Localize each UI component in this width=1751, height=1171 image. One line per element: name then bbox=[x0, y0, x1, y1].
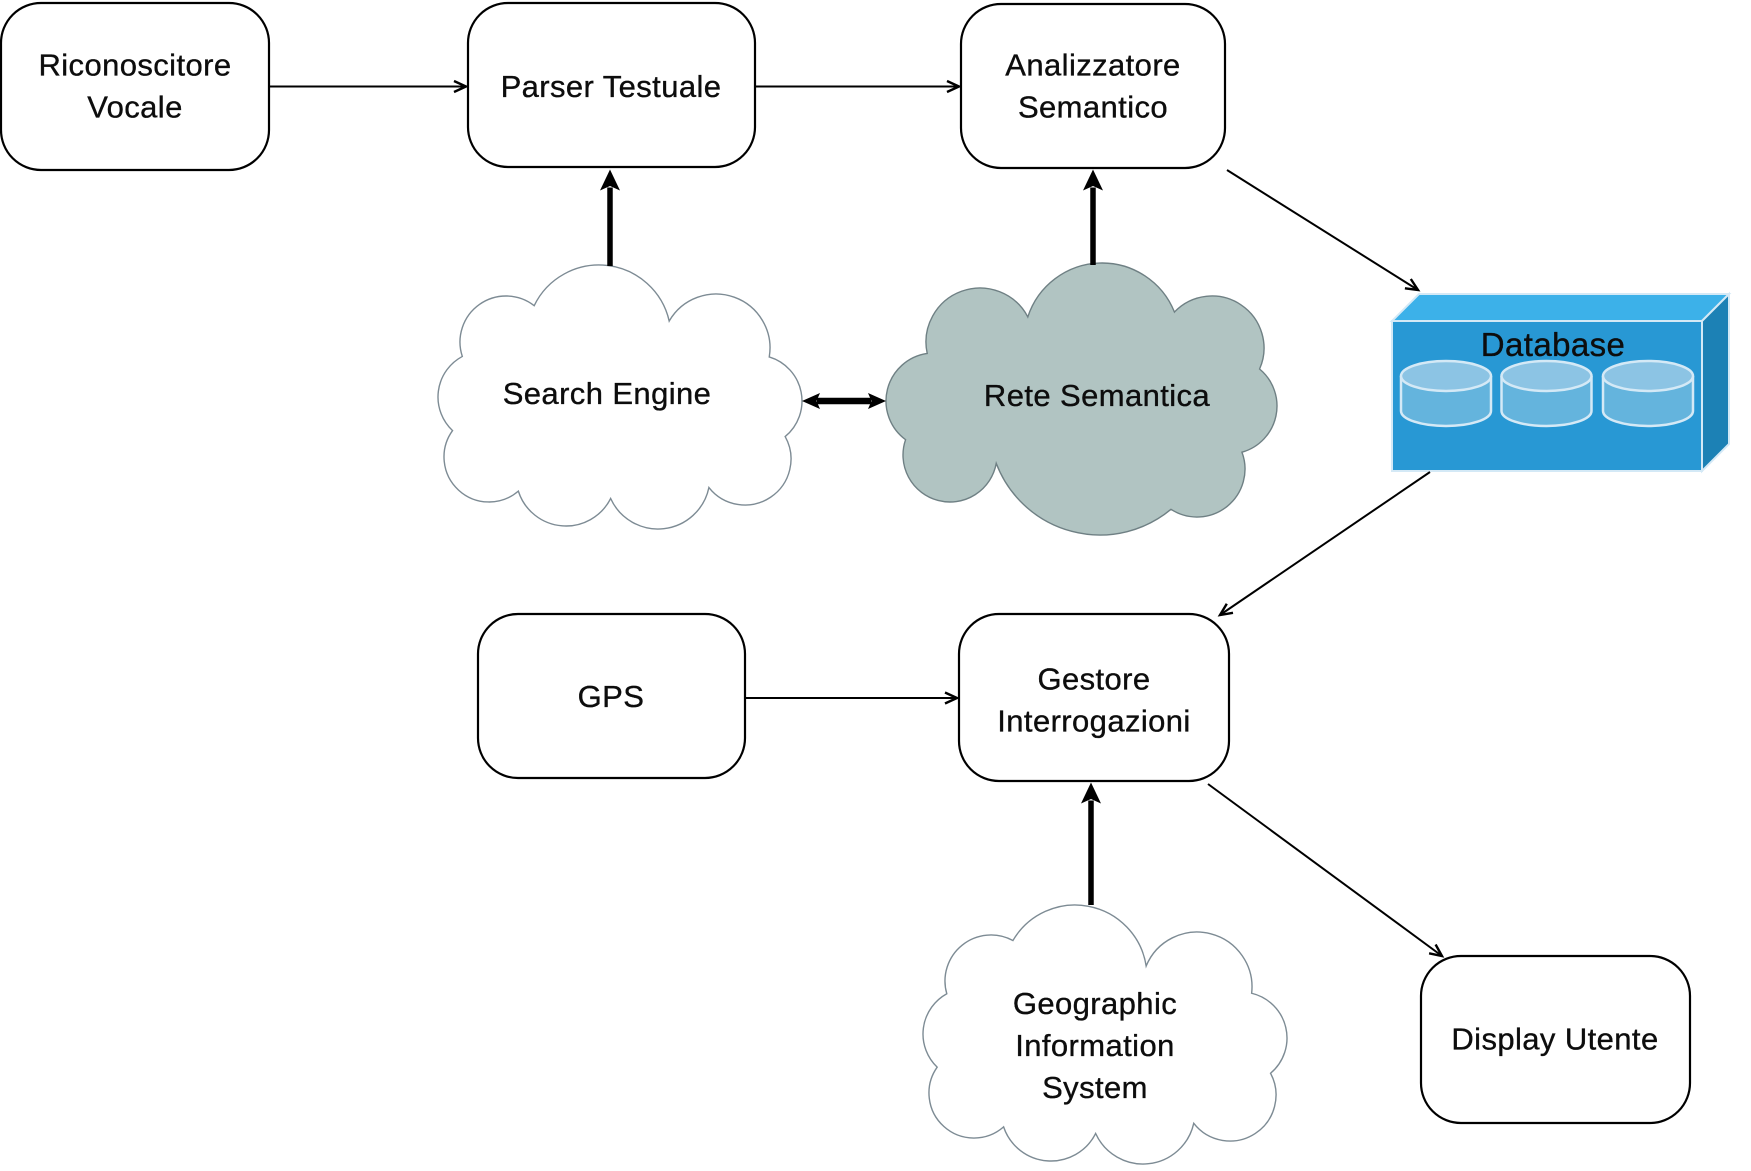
svg-text:Parser Testuale: Parser Testuale bbox=[501, 69, 722, 104]
svg-text:System: System bbox=[1042, 1070, 1148, 1105]
svg-text:Semantico: Semantico bbox=[1018, 90, 1168, 125]
svg-text:Geographic: Geographic bbox=[1013, 986, 1177, 1021]
svg-text:Interrogazioni: Interrogazioni bbox=[997, 704, 1190, 739]
svg-text:Database: Database bbox=[1481, 326, 1625, 363]
svg-text:Gestore: Gestore bbox=[1037, 662, 1150, 697]
svg-text:Information: Information bbox=[1015, 1028, 1174, 1063]
svg-text:Riconoscitore: Riconoscitore bbox=[38, 48, 231, 83]
svg-text:Analizzatore: Analizzatore bbox=[1005, 48, 1180, 83]
svg-text:Vocale: Vocale bbox=[87, 90, 182, 125]
svg-text:Display Utente: Display Utente bbox=[1451, 1022, 1658, 1057]
svg-text:Rete Semantica: Rete Semantica bbox=[984, 378, 1211, 413]
svg-text:GPS: GPS bbox=[578, 679, 645, 714]
svg-text:Search Engine: Search Engine bbox=[503, 376, 712, 411]
